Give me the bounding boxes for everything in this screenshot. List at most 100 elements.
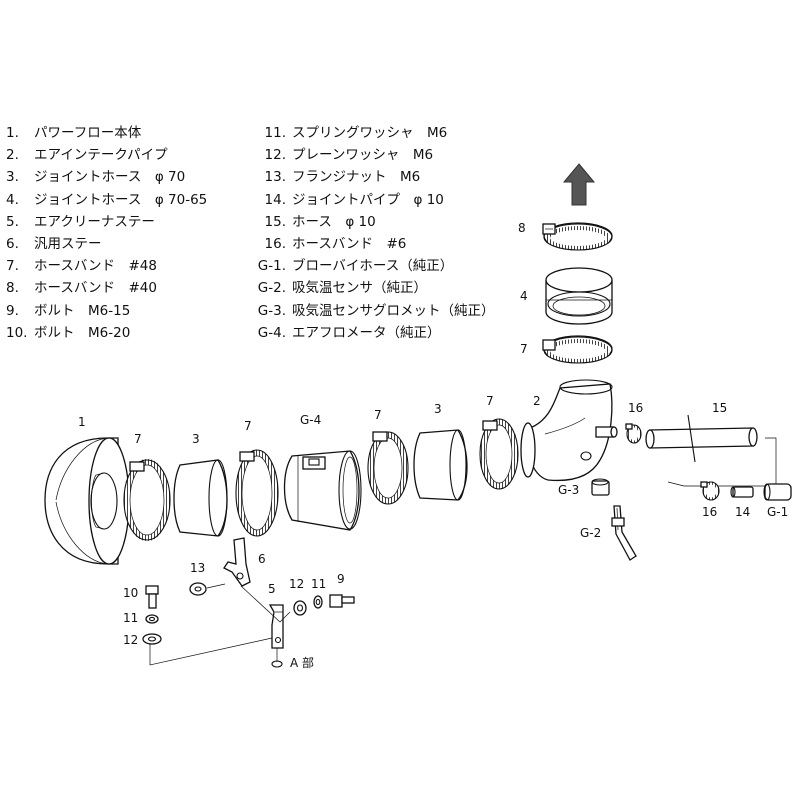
part-name: ブローバイホース（純正） bbox=[292, 258, 454, 275]
callout-15: 15 bbox=[712, 401, 727, 415]
mount-point-a bbox=[271, 648, 283, 668]
callout-16a: 16 bbox=[628, 401, 643, 415]
callout-2: 2 bbox=[533, 394, 541, 408]
part-row-14: 14. ジョイントパイプ φ 10 bbox=[242, 189, 495, 211]
part-row-1: 1.パワーフロー本体 bbox=[6, 122, 207, 144]
part-name: ホースバンド #6 bbox=[292, 236, 407, 253]
part-name: ジョイントパイプ φ 10 bbox=[292, 191, 444, 208]
callout-7e: 7 bbox=[520, 342, 528, 356]
part-name: ボルト M6-15 bbox=[34, 302, 131, 319]
callout-11b: 11 bbox=[123, 611, 138, 625]
part-row-9: 9. ボルト M6-15 bbox=[6, 300, 207, 322]
callout-13: 13 bbox=[190, 561, 205, 575]
part-g3-grommet bbox=[591, 478, 610, 496]
part-number: 6. bbox=[6, 236, 19, 253]
parts-list-right: 11. スプリングワッシャ M6 12. プレーンワッシャ M6 13. フランジナッ… bbox=[242, 122, 495, 344]
up-arrow-icon bbox=[562, 163, 596, 206]
part-number: G-3. bbox=[257, 302, 286, 319]
callout-7c: 7 bbox=[374, 408, 382, 422]
part-name: ジョイントホース φ 70 bbox=[34, 169, 186, 186]
part-number: 14. bbox=[264, 191, 286, 208]
callout-g3: G-3 bbox=[558, 483, 579, 497]
callout-6: 6 bbox=[258, 552, 266, 566]
part-number: 15. bbox=[264, 213, 286, 230]
part-row-4: 4.ジョイントホース φ 70-65 bbox=[6, 189, 207, 211]
part-row-12: 12. プレーンワッシャ M6 bbox=[242, 144, 495, 166]
part-6-universal-stay bbox=[223, 537, 251, 587]
part-4-joint-hose bbox=[545, 267, 613, 325]
part-name: フランジナット M6 bbox=[292, 169, 421, 186]
callout-7d: 7 bbox=[486, 394, 494, 408]
callout-g1: G-1 bbox=[767, 505, 788, 519]
part-number: 16. bbox=[264, 236, 286, 253]
part-name: エアフロメータ（純正） bbox=[292, 324, 441, 341]
part-row-2: 2.エアインテークパイプ bbox=[6, 144, 207, 166]
part-8-hose-band bbox=[542, 222, 613, 251]
part-name: エアクリーナステー bbox=[34, 213, 155, 230]
part-name: 吸気温センサグロメット（純正） bbox=[292, 302, 495, 319]
callout-5: 5 bbox=[268, 582, 276, 596]
part-row-g2: G-2. 吸気温センサ（純正） bbox=[242, 277, 495, 299]
callout-3b: 3 bbox=[434, 402, 442, 416]
callout-12b: 12 bbox=[123, 633, 138, 647]
part-7-hose-band-upper bbox=[542, 335, 613, 364]
part-13-flange-nut bbox=[189, 582, 207, 596]
part-number: 1. bbox=[6, 125, 19, 141]
part-number: 13. bbox=[264, 169, 286, 186]
part-g2-sensor bbox=[611, 505, 637, 561]
stay-joint-line bbox=[240, 585, 291, 623]
part-name: ホースバンド #48 bbox=[34, 258, 157, 275]
part-number: 9. bbox=[6, 302, 19, 319]
part-g1-blowby-hose bbox=[763, 483, 792, 501]
part-14-joint-pipe bbox=[730, 486, 754, 498]
part-number: 8. bbox=[6, 280, 19, 297]
part-7-hose-band-c bbox=[367, 431, 409, 505]
part-row-7: 7. ホースバンド #48 bbox=[6, 255, 207, 277]
callout-a-part: A 部 bbox=[290, 655, 314, 670]
stay-routing-line bbox=[149, 637, 273, 666]
part-1-filter-body bbox=[44, 437, 130, 565]
part-number: 5. bbox=[6, 213, 19, 230]
part-name: スプリングワッシャ M6 bbox=[292, 125, 448, 141]
callout-g4: G-4 bbox=[300, 413, 321, 427]
part-11-spring-washer-b bbox=[145, 614, 159, 624]
callout-9: 9 bbox=[337, 572, 345, 586]
part-row-16: 16. ホースバンド #6 bbox=[242, 233, 495, 255]
part-row-g3: G-3. 吸気温センサグロメット（純正） bbox=[242, 300, 495, 322]
part-number: 12. bbox=[264, 147, 286, 164]
part-2-intake-pipe bbox=[520, 379, 618, 482]
part-number: 7. bbox=[6, 258, 19, 275]
callout-7a: 7 bbox=[134, 432, 142, 446]
part-number: G-4. bbox=[257, 324, 286, 341]
part-12-plain-washer-b bbox=[142, 633, 162, 645]
parts-list-left: 1.パワーフロー本体 2.エアインテークパイプ 3.ジョイントホース φ 70 … bbox=[6, 122, 207, 344]
callout-4: 4 bbox=[520, 289, 528, 303]
part-5-cleaner-stay bbox=[268, 604, 284, 649]
part-name: 汎用ステー bbox=[34, 236, 102, 253]
part-number: 3. bbox=[6, 169, 19, 186]
part-16-hose-band-b bbox=[700, 481, 720, 501]
part-number: 10. bbox=[6, 324, 28, 341]
part-row-g1: G-1. ブローバイホース（純正） bbox=[242, 255, 495, 277]
part-12-plain-washer-a bbox=[293, 600, 307, 616]
part-name: ホースバンド #40 bbox=[34, 280, 157, 297]
part-number: G-1. bbox=[257, 258, 286, 275]
part-row-13: 13. フランジナット M6 bbox=[242, 166, 495, 188]
part-row-10: 10.ボルト M6-20 bbox=[6, 322, 207, 344]
part-g4-air-flow-meter bbox=[283, 450, 362, 531]
callout-7b: 7 bbox=[244, 419, 252, 433]
callout-8: 8 bbox=[518, 221, 526, 235]
callout-g2: G-2 bbox=[580, 526, 601, 540]
part-name: 吸気温センサ（純正） bbox=[292, 280, 427, 297]
part-row-5: 5. エアクリーナステー bbox=[6, 211, 207, 233]
part-row-6: 6. 汎用ステー bbox=[6, 233, 207, 255]
callout-12a: 12 bbox=[289, 577, 304, 591]
part-name: プレーンワッシャ M6 bbox=[292, 147, 434, 164]
part-number: 11. bbox=[264, 125, 286, 141]
part-number: G-2. bbox=[257, 280, 286, 297]
part-3-joint-hose-b bbox=[413, 429, 468, 501]
part-15-hose bbox=[645, 414, 758, 463]
part-number: 4. bbox=[6, 191, 19, 208]
part-number: 2. bbox=[6, 147, 19, 164]
callout-10: 10 bbox=[123, 586, 138, 600]
